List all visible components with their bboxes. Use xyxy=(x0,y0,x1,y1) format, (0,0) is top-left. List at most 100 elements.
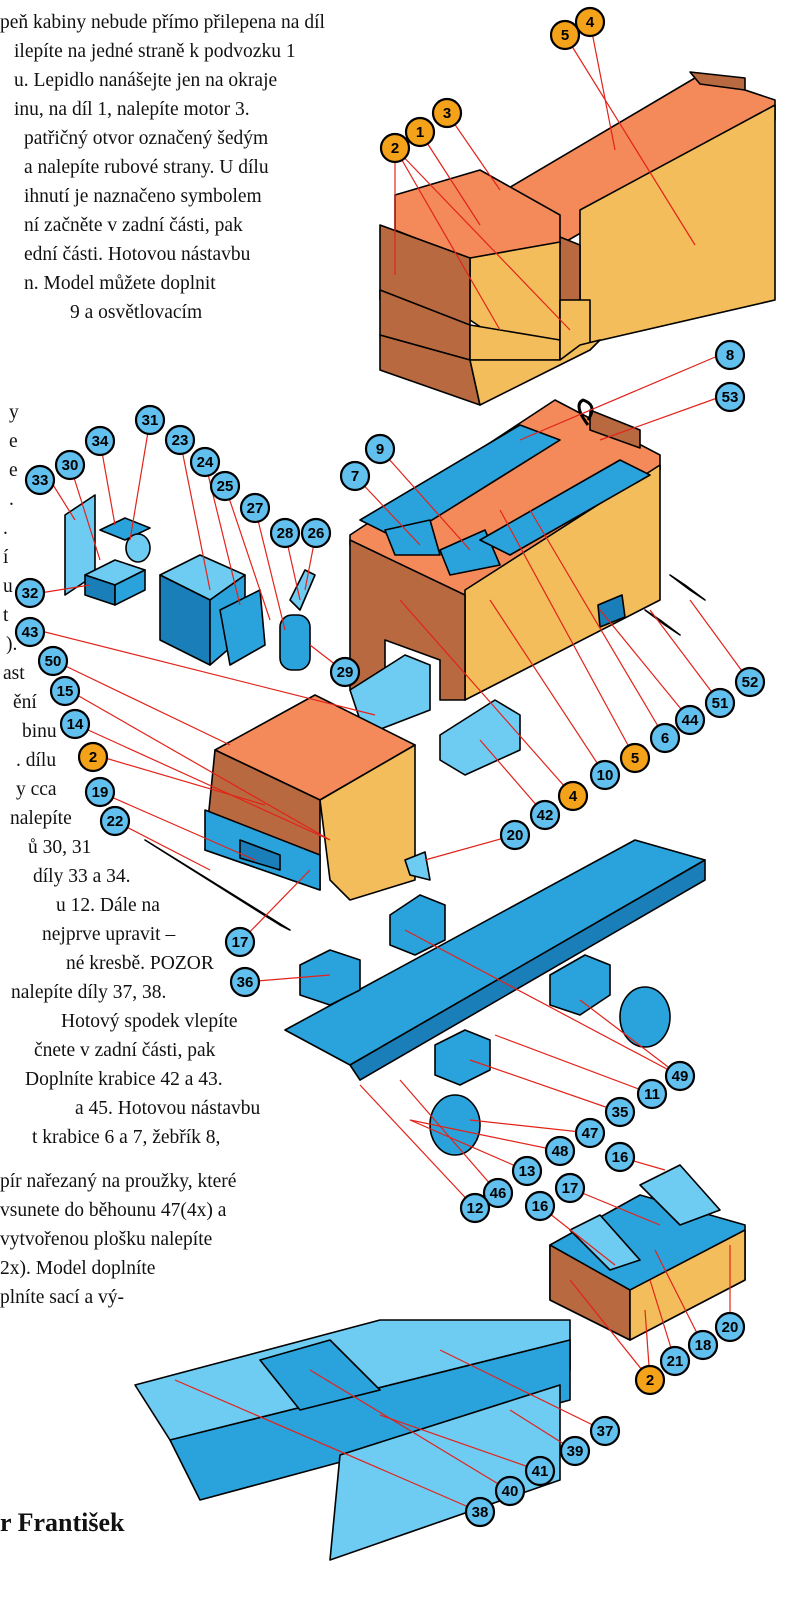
callout-label: 13 xyxy=(519,1163,536,1180)
callout-label: 28 xyxy=(277,525,294,542)
callout-9: 9 xyxy=(364,433,396,465)
callout-label: 46 xyxy=(490,1185,507,1202)
callout-52: 52 xyxy=(734,666,766,698)
callout-17: 17 xyxy=(224,926,256,958)
callout-2: 2 xyxy=(379,132,411,164)
callout-label: 50 xyxy=(45,653,62,670)
callout-37: 37 xyxy=(589,1415,621,1447)
callout-label: 6 xyxy=(661,730,669,747)
callout-label: 48 xyxy=(552,1143,569,1160)
callout-label: 24 xyxy=(197,454,214,471)
callout-label: 12 xyxy=(467,1200,484,1217)
callout-label: 26 xyxy=(308,525,325,542)
callout-label: 44 xyxy=(682,712,699,729)
callout-label: 2 xyxy=(89,749,97,766)
callout-label: 22 xyxy=(107,813,124,830)
callout-24: 24 xyxy=(189,446,221,478)
callout-label: 1 xyxy=(416,124,424,141)
callout-6: 6 xyxy=(649,722,681,754)
callout-50: 50 xyxy=(37,645,69,677)
callout-label: 20 xyxy=(722,1319,739,1336)
callout-27: 27 xyxy=(239,492,271,524)
callout-label: 39 xyxy=(567,1443,584,1460)
callout-label: 2 xyxy=(391,140,399,157)
callout-label: 36 xyxy=(237,974,254,991)
callout-label: 7 xyxy=(351,468,359,485)
callout-label: 16 xyxy=(612,1149,629,1166)
leader-lines xyxy=(39,21,751,1513)
callout-48: 48 xyxy=(544,1135,576,1167)
callout-label: 49 xyxy=(672,1068,689,1085)
callout-label: 21 xyxy=(667,1353,684,1370)
bottom-tray-assembly xyxy=(134,1319,571,1561)
callout-41: 41 xyxy=(524,1455,556,1487)
callout-40: 40 xyxy=(494,1475,526,1507)
callout-label: 10 xyxy=(597,767,614,784)
callout-label: 4 xyxy=(569,788,578,805)
callout-label: 41 xyxy=(532,1463,549,1480)
callout-38: 38 xyxy=(464,1496,496,1528)
callout-28: 28 xyxy=(269,517,301,549)
callout-20: 20 xyxy=(499,819,531,851)
callout-14: 14 xyxy=(59,708,91,740)
callout-label: 51 xyxy=(712,695,729,712)
callout-53: 53 xyxy=(714,381,746,413)
callout-29: 29 xyxy=(329,656,361,688)
chassis-assembly xyxy=(284,839,706,1156)
callout-18: 18 xyxy=(687,1329,719,1361)
callout-19: 19 xyxy=(84,776,116,808)
callout-3: 3 xyxy=(431,97,463,129)
callout-20: 20 xyxy=(714,1311,746,1343)
callout-label: 29 xyxy=(337,664,354,681)
callout-13: 13 xyxy=(511,1155,543,1187)
callout-label: 5 xyxy=(631,750,639,767)
cab-box-assembly xyxy=(379,71,776,406)
callout-46: 46 xyxy=(482,1177,514,1209)
callout-49: 49 xyxy=(664,1060,696,1092)
callout-16: 16 xyxy=(524,1190,556,1222)
callout-label: 18 xyxy=(695,1337,712,1354)
callout-5: 5 xyxy=(619,742,651,774)
callout-label: 4 xyxy=(586,14,595,31)
callout-2: 2 xyxy=(634,1364,666,1396)
callout-22: 22 xyxy=(99,805,131,837)
callout-33: 33 xyxy=(24,464,56,496)
callout-32: 32 xyxy=(14,577,46,609)
callout-17: 17 xyxy=(554,1172,586,1204)
callout-44: 44 xyxy=(674,704,706,736)
callout-12: 12 xyxy=(459,1192,491,1224)
callout-label: 2 xyxy=(646,1372,654,1389)
callout-34: 34 xyxy=(84,425,116,457)
callout-label: 25 xyxy=(217,478,234,495)
callout-label: 42 xyxy=(537,807,554,824)
callout-31: 31 xyxy=(134,404,166,436)
callout-39: 39 xyxy=(559,1435,591,1467)
callout-36: 36 xyxy=(229,966,261,998)
callout-26: 26 xyxy=(300,517,332,549)
callout-label: 16 xyxy=(532,1198,549,1215)
callout-label: 34 xyxy=(92,433,109,450)
callout-label: 14 xyxy=(67,716,84,733)
callout-label: 31 xyxy=(142,412,159,429)
callout-label: 20 xyxy=(507,827,524,844)
callout-35: 35 xyxy=(604,1096,636,1128)
callout-label: 37 xyxy=(597,1423,614,1440)
callout-8: 8 xyxy=(714,339,746,371)
callout-7: 7 xyxy=(339,460,371,492)
callout-label: 43 xyxy=(22,624,39,641)
callout-2: 2 xyxy=(77,741,109,773)
callout-label: 35 xyxy=(612,1104,629,1121)
callout-15: 15 xyxy=(49,675,81,707)
callout-47: 47 xyxy=(574,1117,606,1149)
callout-label: 11 xyxy=(644,1086,660,1103)
callout-label: 30 xyxy=(62,457,79,474)
callout-label: 33 xyxy=(32,472,49,489)
callout-label: 52 xyxy=(742,674,759,691)
callout-25: 25 xyxy=(209,470,241,502)
callout-1: 1 xyxy=(404,116,436,148)
callout-21: 21 xyxy=(659,1345,691,1377)
callout-label: 15 xyxy=(57,683,74,700)
callout-label: 38 xyxy=(472,1504,489,1521)
